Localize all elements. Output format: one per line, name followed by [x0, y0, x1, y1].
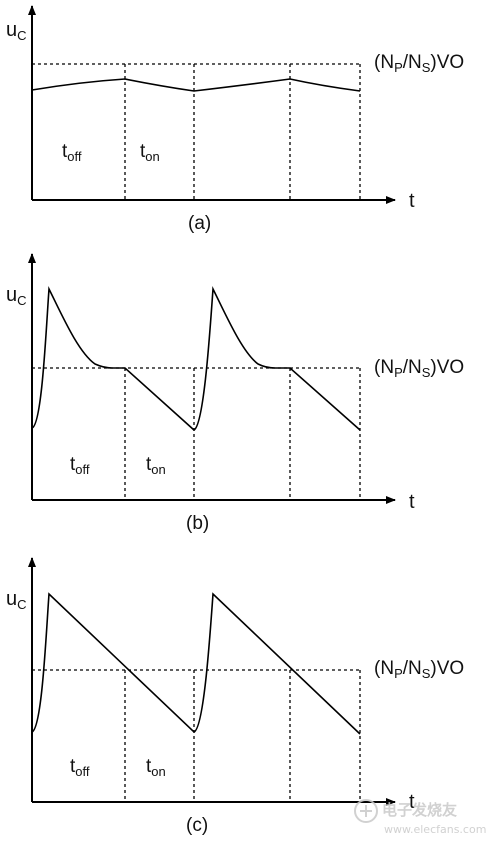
panel-b: uC t (NP/NS)VO toff ton (b): [6, 253, 464, 534]
ton-label-c: ton: [146, 756, 166, 779]
caption-a: (a): [188, 213, 211, 234]
toff-label-a: toff: [62, 141, 82, 164]
waveform-a: [31, 78, 361, 92]
waveform-b: [31, 286, 361, 431]
x-label-a: t: [409, 190, 415, 212]
watermark-cn: 电子发烧友: [382, 801, 457, 819]
ref-label-a: (NP/NS)VO: [374, 52, 464, 75]
ton-label-b: ton: [146, 454, 166, 477]
caption-b: (b): [186, 513, 209, 534]
ton-label-a: ton: [140, 141, 160, 164]
y-label-b: uC: [6, 284, 27, 308]
x-label-c: t: [409, 791, 415, 813]
y-label-a: uC: [6, 19, 27, 43]
panel-a: uC t (NP/NS)VO toff ton (a): [6, 5, 464, 234]
watermark-logo-cross-icon: [360, 805, 372, 817]
y-label-c: uC: [6, 588, 27, 612]
watermark: 电子发烧友 www.elecfans.com: [354, 799, 486, 836]
caption-c: (c): [186, 815, 208, 836]
toff-label-b: toff: [70, 454, 90, 477]
ref-label-c: (NP/NS)VO: [374, 658, 464, 681]
x-label-b: t: [409, 491, 415, 513]
toff-label-c: toff: [70, 756, 90, 779]
waveform-c: [31, 592, 361, 735]
watermark-url: www.elecfans.com: [384, 823, 486, 836]
panel-c: uC t (NP/NS)VO toff ton (c): [6, 557, 464, 836]
watermark-logo-icon: [354, 799, 378, 823]
ref-label-b: (NP/NS)VO: [374, 357, 464, 380]
